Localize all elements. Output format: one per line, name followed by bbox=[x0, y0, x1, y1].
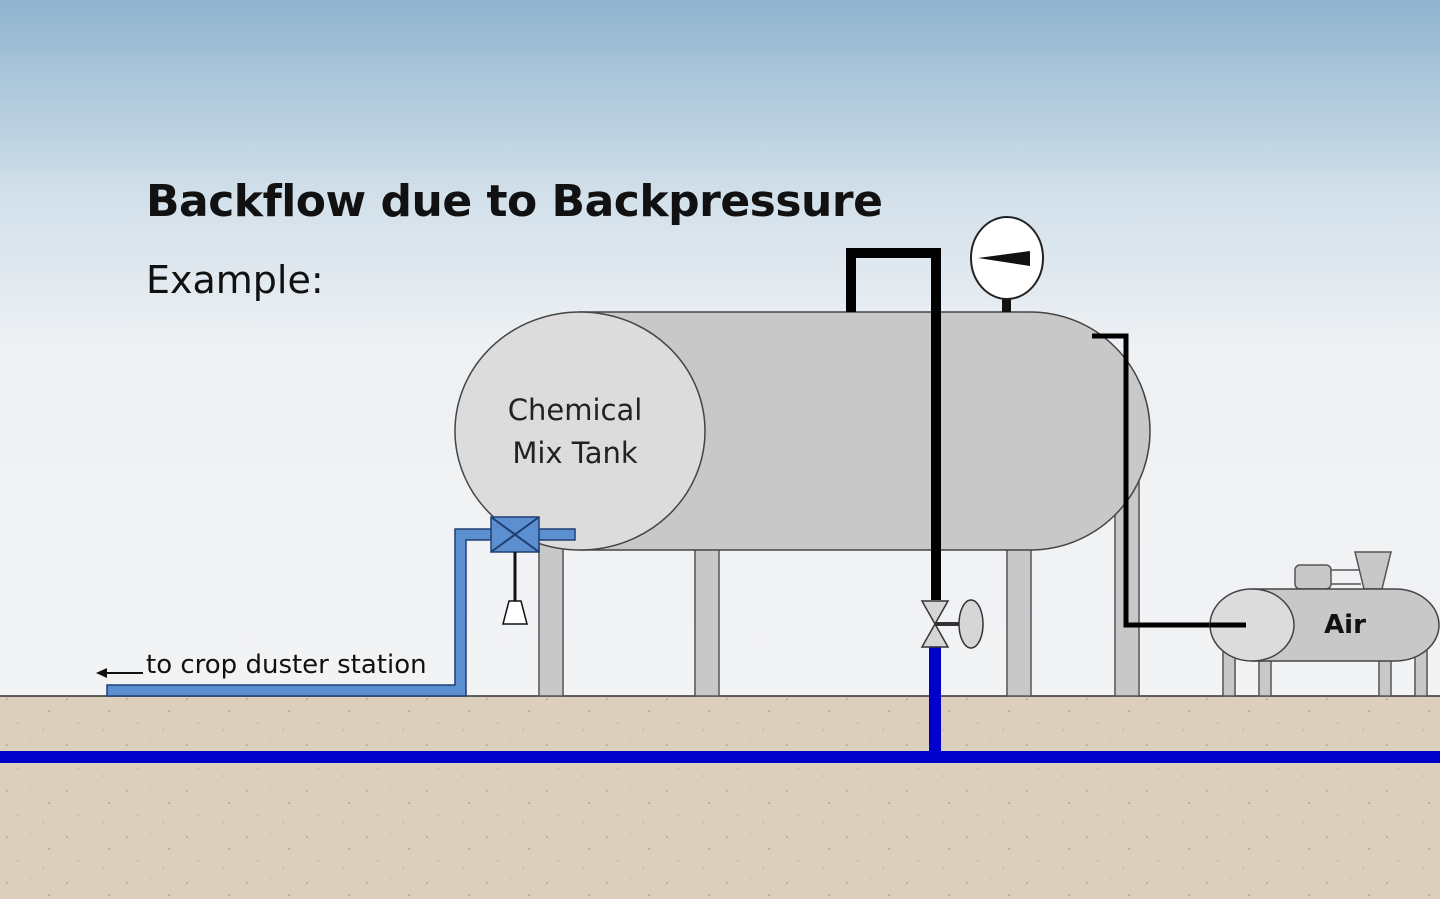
tank-label-line1: Chemical bbox=[508, 393, 643, 427]
compressor-label: Air bbox=[1324, 610, 1366, 640]
air-compressor: Air bbox=[1209, 551, 1440, 697]
slide-subtitle: Example: bbox=[146, 258, 324, 302]
chemical-mix-tank-end bbox=[454, 311, 706, 551]
water-supply-main bbox=[0, 751, 1440, 763]
crop-duster-label: to crop duster station bbox=[146, 650, 427, 680]
chemical-mix-tank-body bbox=[579, 311, 1151, 551]
shutoff-valve-icon bbox=[920, 599, 984, 649]
outlet-arrow-icon bbox=[96, 668, 143, 678]
tank-leg bbox=[538, 539, 564, 697]
slide-title: Backflow due to Backpressure bbox=[146, 176, 883, 227]
tank-label-line2: Mix Tank bbox=[512, 436, 638, 470]
air-line bbox=[1092, 333, 1246, 628]
compressor-tank bbox=[1251, 588, 1440, 662]
pressure-gauge-icon bbox=[970, 216, 1044, 312]
tank-leg bbox=[1006, 539, 1032, 697]
mix-valve-icon bbox=[490, 516, 540, 625]
siphon-pipe bbox=[846, 248, 941, 600]
ground bbox=[0, 696, 1440, 899]
compressor-motor bbox=[1294, 564, 1332, 590]
